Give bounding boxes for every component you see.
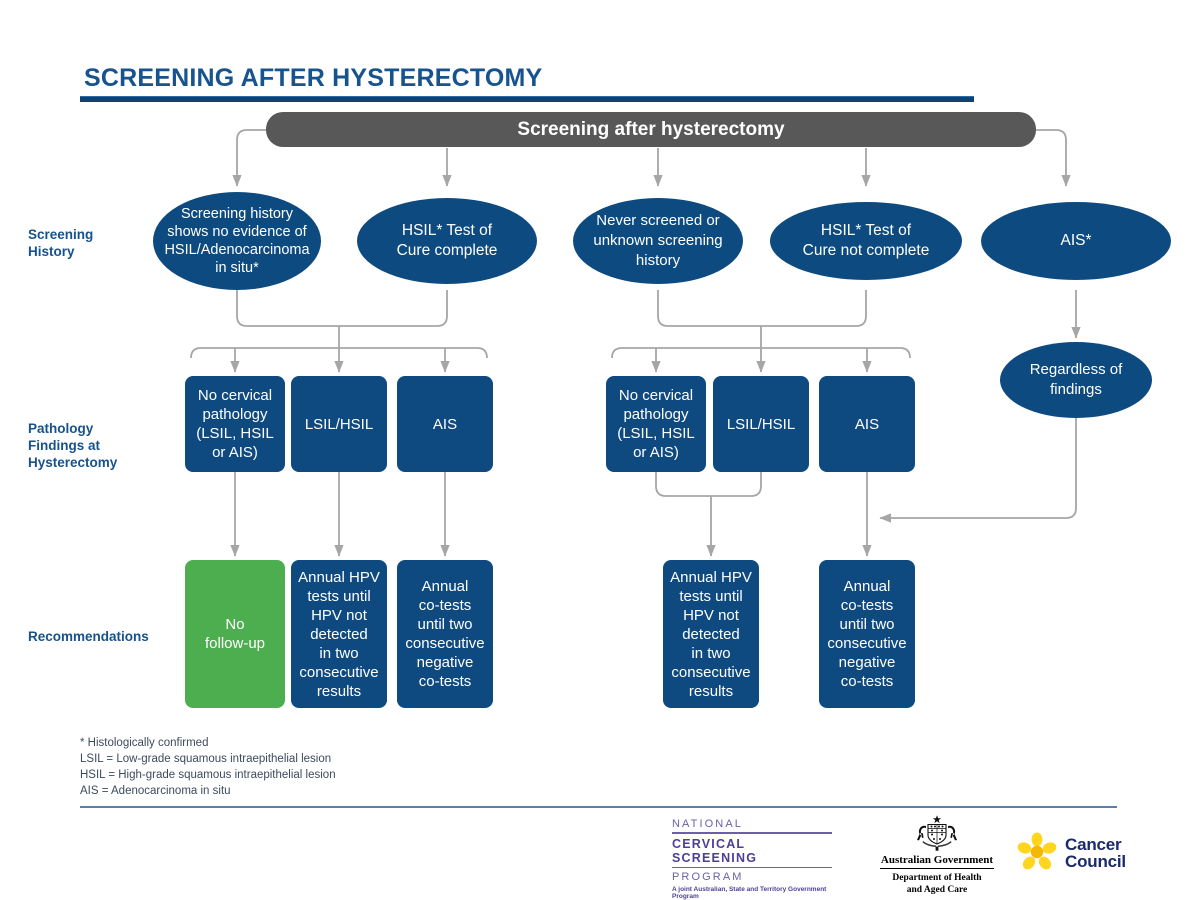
node-screening-history-ais[interactable]: AIS* bbox=[981, 202, 1171, 280]
australian-government-text: Australian Government bbox=[880, 854, 994, 866]
title-divider bbox=[80, 96, 974, 102]
node-pathology-right-lsil-hsil[interactable]: LSIL/HSIL bbox=[713, 376, 809, 472]
ncsp-line-national: NATIONAL bbox=[672, 818, 743, 830]
node-pathology-left-lsil-hsil[interactable]: LSIL/HSIL bbox=[291, 376, 387, 472]
row-label-recommendations: Recommendations bbox=[28, 629, 149, 644]
ncsp-rule-top bbox=[672, 832, 832, 834]
footnotes: * Histologically confirmed LSIL = Low-gr… bbox=[80, 737, 336, 797]
node-pathology-left-no-cervical-pathology[interactable]: No cervical pathology (LSIL, HSIL or AIS… bbox=[185, 376, 285, 472]
node-screening-history-toc-complete[interactable]: HSIL* Test of Cure complete bbox=[357, 198, 537, 284]
ncsp-tagline: A joint Australian, State and Territory … bbox=[672, 886, 827, 900]
commonwealth-coat-of-arms-icon bbox=[874, 814, 1000, 854]
node-recommendation-right-annual-hpv-tests[interactable]: Annual HPV tests until HPV not detected … bbox=[663, 560, 759, 708]
node-screening-history-toc-not-complete[interactable]: HSIL* Test of Cure not complete bbox=[770, 202, 962, 280]
department-text: Department of Health and Aged Care bbox=[892, 873, 982, 895]
row-label-pathology-findings: Pathology Findings at Hysterectomy bbox=[28, 421, 118, 470]
node-screening-history-never-screened[interactable]: Never screened or unknown screening hist… bbox=[573, 198, 743, 284]
national-cervical-screening-program-logo: NATIONAL CERVICAL SCREENING PROGRAM A jo… bbox=[672, 818, 832, 900]
node-recommendation-left-annual-hpv-tests[interactable]: Annual HPV tests until HPV not detected … bbox=[291, 560, 387, 708]
australian-government-logo: Australian Government Department of Heal… bbox=[874, 814, 1000, 896]
node-pathology-left-ais[interactable]: AIS bbox=[397, 376, 493, 472]
node-pathology-right-ais[interactable]: AIS bbox=[819, 376, 915, 472]
banner-label: Screening after hysterectomy bbox=[517, 118, 785, 140]
node-regardless-of-findings[interactable]: Regardless of findings bbox=[1000, 342, 1152, 418]
ncsp-line-cervical-screening: CERVICAL SCREENING bbox=[672, 836, 758, 865]
node-recommendation-left-annual-co-tests[interactable]: Annual co-tests until two consecutive ne… bbox=[397, 560, 493, 708]
node-screening-history-no-evidence[interactable]: Screening history shows no evidence of H… bbox=[153, 192, 321, 290]
daffodil-icon bbox=[1017, 832, 1057, 870]
ncsp-rule-bottom bbox=[672, 866, 832, 868]
footer-divider bbox=[80, 806, 1117, 808]
row-label-screening-history: Screening History bbox=[28, 227, 94, 259]
node-pathology-right-no-cervical-pathology[interactable]: No cervical pathology (LSIL, HSIL or AIS… bbox=[606, 376, 706, 472]
cancer-council-logo: Cancer Council bbox=[1016, 832, 1126, 874]
node-recommendation-no-follow-up[interactable]: No follow-up bbox=[185, 560, 285, 708]
page-title: SCREENING AFTER HYSTERECTOMY bbox=[84, 64, 543, 92]
flowchart-banner: Screening after hysterectomy bbox=[266, 112, 1036, 147]
cancer-council-text: Cancer Council bbox=[1065, 835, 1126, 871]
government-divider bbox=[880, 868, 994, 869]
ncsp-line-program: PROGRAM bbox=[672, 871, 744, 883]
node-recommendation-right-annual-co-tests[interactable]: Annual co-tests until two consecutive ne… bbox=[819, 560, 915, 708]
